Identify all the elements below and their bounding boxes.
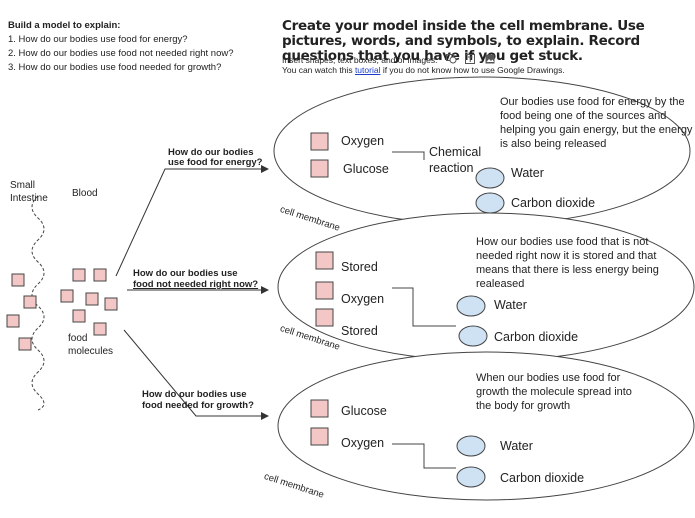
water-label-1: Water [511,166,544,180]
water-circle-2[interactable] [456,295,486,317]
arrow-label-storage-1: How do our bodies use [133,268,238,279]
food-square[interactable] [72,309,86,323]
shape-icon[interactable] [445,54,457,67]
arrow-label-energy-2: use food for energy? [168,157,263,168]
food-square[interactable] [11,273,25,287]
storage-description: How our bodies use food that is not need… [476,236,659,290]
food-molecules [6,268,118,351]
reaction-label-1: Chemical [429,145,482,159]
co2-label-2: Carbon dioxide [494,330,579,344]
arrows [115,165,269,420]
energy-description: Our bodies use food for energy by the fo… [500,96,693,150]
co2-circle-3[interactable] [456,466,486,488]
food-square[interactable] [60,289,74,303]
food-label-1: food [68,333,88,344]
build-model-title: Build a model to explain: [8,20,121,31]
question-3: 3. How do our bodies use food needed for… [8,62,222,73]
intestine-wall [31,195,45,411]
arrow-growth-line [123,329,269,420]
watch-prefix: You can watch this [282,65,355,75]
food-square[interactable] [72,268,86,282]
arrow-label-growth-1: How do our bodies use [142,389,247,400]
glucose-square-1[interactable] [310,159,329,178]
growth-description: When our bodies use food for growth the … [476,372,632,412]
question-2: 2. How do our bodies use food not needed… [8,48,234,59]
oxygen-square-2[interactable] [315,281,334,300]
food-square[interactable] [6,314,20,328]
insert-text: Insert shapes, text boxes, and/or images… [282,54,438,65]
arrow-label-energy-1: How do our bodies [168,147,254,158]
small-intestine-label-2: Intestine [10,193,48,204]
instructions-title: Create your model inside the cell membra… [282,18,645,64]
food-square[interactable] [23,295,37,309]
arrow-label-storage-2: food not needed right now? [133,279,259,290]
food-square[interactable] [85,292,99,306]
co2-label-1: Carbon dioxide [511,196,596,210]
oxygen-label-1: Oxygen [341,134,385,148]
glucose-square-3[interactable] [310,399,329,418]
reaction-label-2: reaction [429,161,474,175]
water-label-3: Water [500,439,533,453]
stored-square-2[interactable] [315,308,334,327]
co2-circle-1[interactable] [475,192,505,214]
stored-square-1[interactable] [315,251,334,270]
food-square[interactable] [104,297,118,311]
textbox-icon[interactable] [465,54,476,67]
co2-circle-2[interactable] [458,325,488,347]
watch-suffix: if you do not know how to use Google Dra… [380,65,565,75]
water-circle-3[interactable] [456,435,486,457]
arrow-label-growth-2: food needed for growth? [142,400,254,411]
insert-instructions: Insert shapes, text boxes, and/or images… [282,54,496,67]
water-label-2: Water [494,298,527,312]
glucose-label-1: Glucose [343,162,389,176]
stored-label-2: Stored [341,324,378,338]
arrow-energy-line [115,165,269,277]
food-label-2: molecules [68,346,114,357]
co2-label-3: Carbon dioxide [500,471,585,485]
glucose-label-3: Glucose [341,404,387,418]
water-circle-1[interactable] [475,167,505,189]
stored-label-1: Stored [341,260,378,274]
oxygen-label-2: Oxygen [341,292,385,306]
connector-3 [392,443,456,469]
food-square[interactable] [93,268,107,282]
oxygen-square-1[interactable] [310,132,329,151]
image-icon[interactable] [485,54,496,67]
blood-label: Blood [72,188,98,199]
connector-2 [392,287,456,327]
oxygen-label-3: Oxygen [341,436,385,450]
oxygen-square-3[interactable] [310,427,329,446]
tutorial-link[interactable]: tutorial [354,65,381,75]
connector-1 [392,151,425,160]
food-square[interactable] [93,322,107,336]
small-intestine-label-1: Small [10,180,36,191]
question-1: 1. How do our bodies use food for energy… [8,34,188,45]
food-square[interactable] [18,337,32,351]
cell-membrane-3[interactable] [277,351,695,501]
watch-instructions: You can watch this tutorial if you do no… [282,65,565,75]
